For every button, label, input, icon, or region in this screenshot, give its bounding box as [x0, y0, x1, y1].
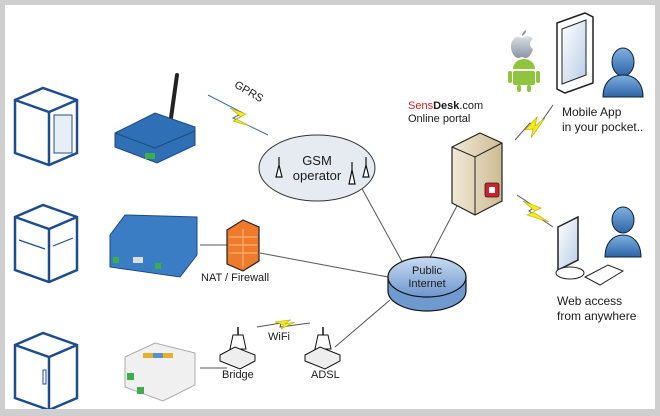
cabinet-3-icon [13, 331, 79, 409]
wifi-label: WiFi [268, 331, 290, 343]
tablet-icon [556, 12, 594, 94]
diagram-graphics [13, 12, 644, 409]
adsl-label: ADSL [311, 369, 340, 381]
sensdesk-brand-suffix: .com [459, 100, 484, 112]
mobile-app-label: Mobile App in your pocket.. [562, 105, 643, 135]
wifi-lightning-icon [256, 319, 311, 330]
sensdesk-brand-sens: Sens [408, 100, 434, 112]
sensdesk-brand: SensDesk.com [408, 99, 483, 113]
person-mobile-icon [602, 47, 644, 98]
web-access-label: Web access from anywhere [557, 294, 636, 324]
web-lightning-icon [516, 194, 554, 228]
web-access-line1: Web access [557, 294, 623, 308]
gsm-label-line2: operator [292, 168, 342, 183]
bridge-label: Bridge [222, 369, 254, 381]
gprs-sensor-device-icon [114, 73, 196, 164]
cabinet-1-icon [13, 86, 79, 167]
internet-label-line1: Public [412, 265, 442, 277]
nat-firewall-label: NAT / Firewall [201, 272, 270, 284]
ste-sensor-device-icon [124, 342, 196, 402]
gsm-label-line1: GSM [302, 153, 332, 168]
internet-label-line2: Internet [408, 278, 446, 290]
cabinet-2-icon [13, 203, 79, 284]
gprs-lightning-icon [207, 94, 269, 136]
gsm-operator-cloud [258, 134, 376, 202]
person-web-icon [604, 206, 642, 258]
line-adsl-internet [334, 299, 391, 348]
mobile-app-line1: Mobile App [562, 105, 622, 119]
line-server-internet [424, 199, 461, 268]
apple-icon [511, 30, 533, 58]
cell-tower-icon [275, 157, 370, 185]
firewall-icon [226, 219, 260, 272]
connection-lines [200, 184, 461, 369]
android-icon [508, 59, 540, 92]
mobile-app-line2: in your pocket.. [562, 120, 644, 134]
network-diagram: GPRS GSM operator SensDesk.com Online po… [5, 5, 655, 409]
public-internet-label: Public Internet [397, 265, 457, 291]
line-firewall-internet [259, 252, 389, 278]
desktop-computer-icon [555, 215, 625, 286]
online-portal-label: Online portal [408, 113, 471, 125]
server-icon [451, 132, 503, 216]
bridge-router-icon [219, 327, 256, 370]
line-gsm-internet [359, 184, 406, 268]
public-internet-icon [387, 256, 467, 312]
mobile-lightning-icon [514, 104, 554, 141]
web-access-line2: from anywhere [557, 309, 637, 323]
poseidon-sensor-device-icon [109, 214, 198, 278]
gsm-operator-label: GSM operator [287, 153, 347, 183]
sensdesk-brand-desk: Desk [433, 100, 460, 112]
adsl-router-icon [304, 327, 341, 370]
